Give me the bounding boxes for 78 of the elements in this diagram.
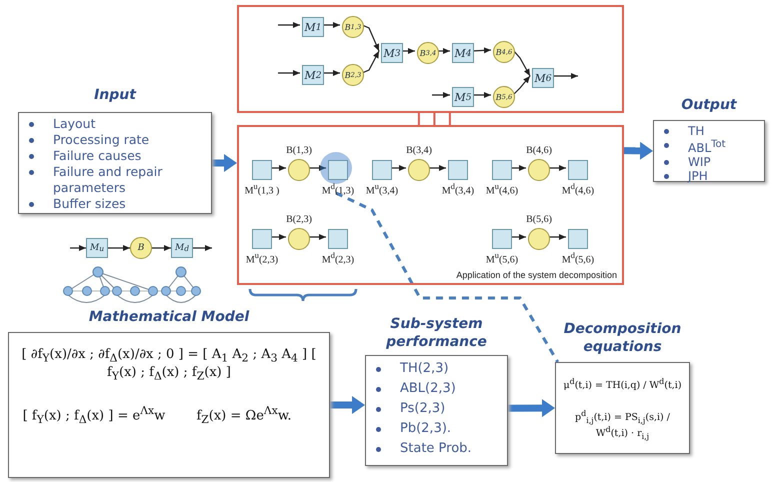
arrow bbox=[308, 234, 326, 240]
list-item: State Prob. bbox=[400, 441, 472, 456]
machine-label: M$^{d}$(2,3) bbox=[320, 251, 356, 266]
frame-panel bbox=[237, 5, 624, 113]
arrow bbox=[512, 76, 530, 96]
arrow bbox=[472, 92, 491, 98]
connector-line bbox=[433, 113, 436, 125]
machine-label: M$^{u}$(1,3 ) bbox=[244, 182, 280, 196]
arrow bbox=[152, 245, 171, 251]
buffer-label: B(2,3) bbox=[285, 214, 313, 225]
arrow bbox=[428, 165, 446, 171]
list-item: TH bbox=[688, 124, 704, 138]
equation: p$^{d}$$_{i,j}$(t,i) = PS$_{i,j}$(s,i) / W$^{d}$(t,i) · r$_{i,j}$ bbox=[574, 409, 671, 442]
list-item: Processing rate bbox=[53, 132, 150, 147]
buffer-circle: B bbox=[130, 237, 152, 259]
equation: [ f$_{Υ}$(x) ; f$_{Δ}$(x) ] = e$^{Λx}$w bbox=[22, 404, 166, 426]
frame-panel bbox=[237, 125, 624, 285]
arrow bbox=[322, 70, 340, 76]
list-item: Pb(2,3). bbox=[400, 421, 452, 436]
buffer-label: B(3,4) bbox=[405, 145, 433, 156]
section-heading: Output bbox=[680, 96, 738, 114]
machine-label: M$^{d}$(1,3) bbox=[320, 182, 356, 196]
buffer-label: B(5,6) bbox=[525, 214, 553, 225]
arrow bbox=[308, 165, 326, 171]
arrow bbox=[548, 234, 566, 240]
block-arrow bbox=[330, 396, 365, 414]
connector-line bbox=[418, 113, 420, 125]
list-item: TH(2,3) bbox=[400, 361, 449, 376]
equation: f$_{Z}$(x) = Ωe$^{Λx}$w. bbox=[195, 404, 293, 426]
machine-label: M$^{u}$(3,4) bbox=[364, 182, 400, 196]
list-item: ABL$^{Tot}$ bbox=[688, 141, 726, 155]
arrow bbox=[401, 48, 415, 54]
arrow bbox=[362, 24, 380, 52]
list-item: Buffer sizes bbox=[53, 196, 126, 211]
section-heading: Input bbox=[93, 86, 138, 104]
section-heading: Sub-system performance bbox=[385, 315, 488, 351]
arrow bbox=[390, 165, 406, 171]
list-item: Ps(2,3) bbox=[400, 401, 446, 416]
arrow bbox=[512, 50, 531, 76]
arrow bbox=[432, 92, 450, 98]
list-item: Failure and repair parameters bbox=[53, 164, 162, 195]
buffer-label: B(1,3) bbox=[285, 145, 313, 156]
machine-label: M$^{d}$(4,6) bbox=[560, 182, 596, 196]
machine-label: M$^{u}$(4,6) bbox=[484, 182, 520, 196]
machine-label: M$^{u}$(5,6) bbox=[484, 251, 520, 266]
section-heading: Mathematical Model bbox=[88, 308, 250, 326]
block-arrow bbox=[624, 142, 653, 160]
arrow bbox=[437, 48, 450, 54]
block-arrow bbox=[508, 399, 555, 418]
section-heading: Decomposition equations bbox=[562, 320, 682, 356]
list-item: Layout bbox=[53, 116, 96, 131]
arrow bbox=[270, 234, 286, 240]
arrow bbox=[322, 22, 340, 28]
dashed-line bbox=[335, 192, 559, 363]
connector-line bbox=[448, 113, 451, 125]
arrow bbox=[552, 73, 578, 79]
buffer-label: B(4,6) bbox=[525, 145, 553, 156]
list-item: Failure causes bbox=[53, 148, 142, 163]
equation: [ ∂f$_{Υ}$(x)/∂x ; ∂f$_{Δ}$(x)/∂x ; 0 ] = [ A$_{1}$ A$_{2}$ ; A$_{3}$ A$_{4}$ ] [ f$_{Υ}$(x) ; f$_{Δ}$(x) ; f$_{Z}$(x) ] bbox=[20, 347, 318, 382]
arrow bbox=[510, 165, 526, 171]
arrow bbox=[548, 165, 566, 171]
arrow bbox=[270, 165, 286, 171]
list-item: ABL(2,3) bbox=[400, 381, 456, 396]
arrow bbox=[510, 234, 526, 240]
arrow bbox=[193, 245, 212, 251]
equation: μ$^{d}$(t,i) = TH(i,q) / W$^{d}$(t,i) bbox=[562, 377, 683, 392]
arrow bbox=[108, 245, 130, 251]
list-item: JPH bbox=[688, 169, 708, 183]
arrow bbox=[362, 50, 380, 74]
list-item: WIP bbox=[688, 155, 711, 169]
arrow bbox=[278, 70, 300, 76]
machine-label: M$^{u}$(2,3) bbox=[244, 251, 280, 266]
machine-label: M$^{d}$(5,6) bbox=[560, 251, 596, 266]
arrow bbox=[278, 22, 300, 28]
block-arrow bbox=[212, 154, 237, 172]
caption-text: Application of the system decomposition bbox=[456, 270, 617, 280]
arrow bbox=[70, 245, 86, 251]
machine-label: M$^{d}$(3,4) bbox=[440, 182, 476, 196]
